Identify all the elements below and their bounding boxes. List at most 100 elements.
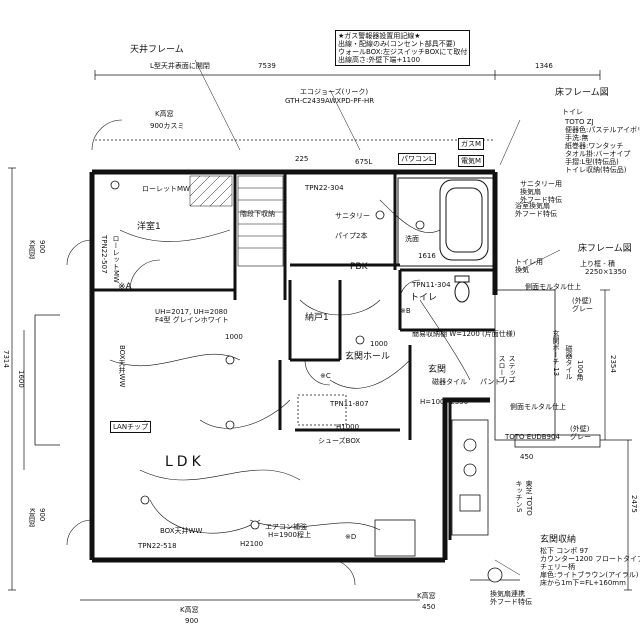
side-mortar-2: 側面モルタル仕上 — [510, 403, 566, 411]
aircon-reinforce: エアコン補強 — [265, 523, 307, 531]
leader-lines — [194, 59, 561, 576]
ceiling-frame-title: 天井フレーム — [130, 45, 184, 55]
bath-fan-1: 浴室換気扇 — [515, 202, 550, 210]
mark-b: ※B — [400, 307, 411, 315]
dim-1000-a: 1000 — [225, 333, 243, 341]
dim-225-top: 225 — [295, 155, 309, 163]
gas-alarm-note: ★ガス警報器設置用記線★ 出線・配線のみ(コンセント部具不要) ウォールBOX:… — [335, 30, 471, 66]
tpn11-304-label: TPN11-304 — [412, 281, 451, 289]
dim-450: 450 — [520, 453, 534, 461]
window-k-bot-left-type: K高窓 — [28, 508, 36, 527]
toilet-spec-2: 便器色:パステルアイボリー — [565, 126, 640, 134]
room-storage: 納戸1 — [305, 313, 329, 323]
cabinet-height: H=100~2350 — [420, 398, 469, 406]
room-entrance-hall: 玄関ホール — [345, 352, 391, 362]
toilet-spec-5: タオル掛:バーオイプ — [565, 150, 631, 158]
step-label: ステップ — [508, 355, 516, 383]
sanitary-fan-1: サニタリー用 — [520, 180, 562, 188]
sanitary-fan-3: 外フード特伝 — [520, 196, 562, 204]
mark-a: ※A — [118, 282, 132, 292]
vent-link-1: 換気扇連携 — [490, 590, 525, 598]
toilet-fan-2: 換気 — [515, 266, 529, 274]
dim-left-total: 7314 — [2, 350, 10, 368]
toilet-spec-title: トイレ — [562, 108, 583, 116]
pipe-label: パイプ2本 — [335, 232, 368, 240]
exterior-gray-1b: グレー — [572, 305, 593, 313]
bathtub — [397, 177, 494, 267]
closet-label-vertical: ローレットMW — [112, 235, 120, 283]
dim-top-left: 7539 — [258, 62, 276, 70]
gas-note-line2: 出線・配線のみ(コンセント部具不要) — [338, 40, 456, 48]
top-dimension-lines — [94, 70, 601, 141]
closet-hatch — [189, 175, 233, 207]
height-2100: H2100 — [240, 540, 264, 548]
toilet-spec-7: トイレ収納(特伝品) — [565, 166, 627, 174]
window-k-left-type: K高窓 — [28, 240, 36, 259]
dim-top-right: 1346 — [535, 62, 553, 70]
room-ldk: LDK — [165, 454, 205, 470]
power-cond-label: パワコンL — [398, 153, 436, 165]
porch-tile: 磁器タイル — [565, 345, 573, 380]
floor-frame-title-top: 床フレーム図 — [555, 88, 609, 98]
entrance-storage-5: 床から1m下=FL+160mm — [540, 579, 626, 587]
slope-label: スロープ — [498, 355, 506, 383]
window-k-bottom-size: 900 — [185, 617, 199, 625]
room-toilet: トイレ — [410, 293, 438, 303]
entrance-storage-3: チェリー柄 — [540, 563, 575, 571]
box-ceiling-label: BOX天井WW — [118, 345, 126, 388]
tpn22-518-label: TPN22-518 — [138, 542, 177, 550]
right-dimension-lines — [600, 289, 632, 591]
window-k-bottom2-size: 450 — [422, 603, 436, 611]
bath-fan-2: 外フード特伝 — [515, 210, 557, 218]
exterior-gray-1a: (外壁) — [572, 297, 592, 305]
exterior-gray-2a: (外壁) — [570, 425, 590, 433]
shoe-box-label: シューズBOX — [318, 437, 361, 445]
left-dimension-lines — [8, 167, 25, 591]
aircon-height: H=1900程上 — [268, 531, 311, 539]
simple-shelf-note: 簡易収納棚 W=1200 (片面仕様) — [412, 330, 516, 338]
entrance-porch: 玄関ポーチ 13 — [552, 330, 560, 377]
window-k-top-left-size: 900カスミ — [150, 122, 185, 130]
toilet-spec-4: 紙巻器:ワンタッチ — [565, 142, 624, 150]
window-k-top-left-type: K高窓 — [155, 110, 174, 118]
box-ceiling-label-bottom: BOX天井WW — [160, 527, 203, 535]
gas-note-line4: 出線高さ:外壁下端+1100 — [338, 56, 421, 64]
eco-label: エコジョーズ(リーク) — [300, 88, 369, 96]
room-entrance: 玄関 — [428, 365, 447, 375]
sanitary-fan-2: 換気扇 — [520, 188, 541, 196]
room-pbk: PBK — [350, 262, 368, 272]
eco-model: GTH-C2439AWXPD-PF-HR — [285, 97, 375, 105]
mark-d: ※D — [345, 533, 357, 541]
under-stair-storage: 階段下収納 — [240, 210, 275, 218]
room-entrance-tile: 磁器タイル — [432, 378, 467, 386]
kitchen-label: キッチンS — [515, 480, 523, 513]
porch-size: 100角 — [576, 360, 584, 381]
room-washroom: 洗面 — [405, 235, 419, 243]
wiring-lines — [109, 199, 471, 534]
entrance-storage-title: 玄関収納 — [540, 535, 577, 545]
lan-chip-label: LANチップ — [110, 421, 152, 433]
dim-1000-b: 1000 — [370, 340, 388, 348]
tpn22-507-label: TPN22-507 — [100, 235, 108, 274]
toilet-fan-1: トイレ用 — [515, 258, 543, 266]
toilet-fixture — [454, 275, 470, 303]
gas-note-line3: ウォールBOX:左ジスイッチBOXにて取付 — [338, 48, 468, 56]
closet-dims: UH=2017, UH=2080 — [155, 308, 228, 316]
mark-c: ※C — [320, 372, 331, 380]
tpn11-807-label: TPN11-807 — [330, 400, 369, 408]
dim-left-mid: 1600 — [17, 370, 25, 388]
window-k-top-left: K高窓 — [155, 110, 174, 118]
toilet-spec-6: 手摺:L型(特伝品) — [565, 158, 619, 166]
window-k-bottom-type: K高窓 — [180, 606, 199, 614]
toilet-spec-3: 手洗:無 — [565, 134, 589, 142]
height-1000: H1000 — [336, 423, 360, 431]
ceiling-frame-note: L型天井表面に開閉 — [150, 62, 210, 70]
kitchen-brand: 東芝 TOTO — [525, 480, 533, 516]
exterior-gray-2b: グレー — [570, 433, 591, 441]
room-pantry: パントリー — [480, 378, 516, 386]
window-k-bottom2-type: K高窓 — [417, 592, 436, 600]
door-swings — [66, 119, 421, 586]
bath-size: 1616 — [418, 252, 436, 260]
entrance-storage-4: 扉色:ライトブラウン(アイラル) — [540, 571, 639, 579]
